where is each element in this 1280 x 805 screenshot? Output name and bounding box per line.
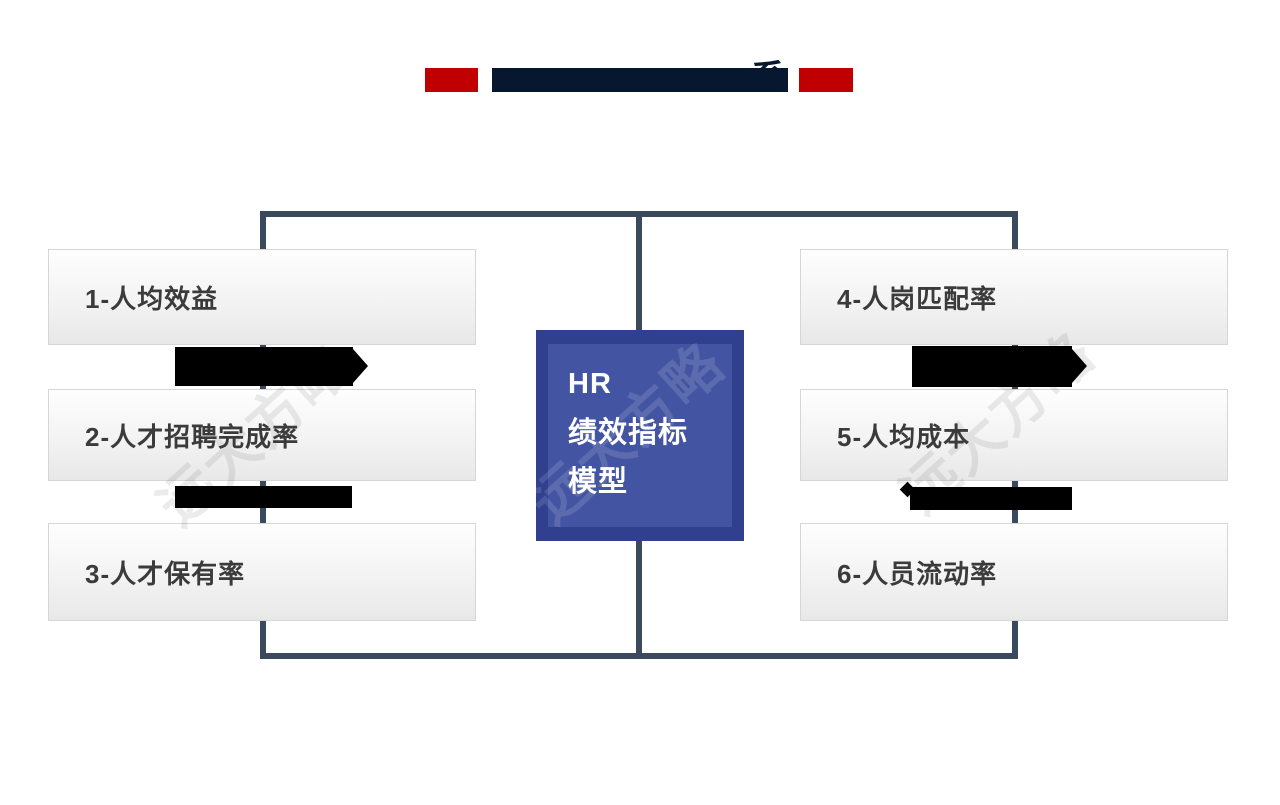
redaction-bar-left-1 bbox=[175, 347, 353, 386]
hr-model-title-line1: HR bbox=[568, 368, 612, 400]
indicator-label: 5-人均成本 bbox=[837, 421, 971, 452]
title-visible-suffix: 系 bbox=[751, 59, 785, 97]
hr-model-title: HR 绩效指标 模型 bbox=[568, 360, 688, 507]
title-redaction-bar bbox=[492, 68, 788, 92]
indicator-box-5: 5-人均成本 bbox=[800, 389, 1228, 481]
indicator-box-2: 2-人才招聘完成率 bbox=[48, 389, 476, 481]
redaction-arrow-tip-left bbox=[353, 349, 368, 383]
hr-model-title-line2: 绩效指标 bbox=[568, 417, 689, 449]
redaction-bar-right-2 bbox=[910, 487, 1072, 510]
indicator-label: 1-人均效益 bbox=[85, 283, 219, 314]
indicator-label: 2-人才招聘完成率 bbox=[85, 421, 300, 452]
indicator-label: 3-人才保有率 bbox=[85, 558, 246, 589]
title-accent-right bbox=[799, 68, 853, 92]
indicator-box-1: 1-人均效益 bbox=[48, 249, 476, 345]
hr-model-title-line3: 模型 bbox=[568, 466, 629, 498]
indicator-label: 6-人员流动率 bbox=[837, 558, 998, 589]
hr-model-box-inner: HR 绩效指标 模型 bbox=[548, 344, 732, 527]
indicator-box-6: 6-人员流动率 bbox=[800, 523, 1228, 621]
title-accent-left bbox=[425, 68, 478, 92]
redaction-arrow-tip-right bbox=[1072, 349, 1087, 383]
indicator-label: 4-人岗匹配率 bbox=[837, 283, 998, 314]
indicator-box-3: 3-人才保有率 bbox=[48, 523, 476, 621]
redaction-bar-left-2 bbox=[175, 486, 352, 508]
redaction-bar-right-1 bbox=[912, 346, 1072, 387]
hr-model-box: HR 绩效指标 模型 bbox=[536, 330, 744, 541]
indicator-box-4: 4-人岗匹配率 bbox=[800, 249, 1228, 345]
